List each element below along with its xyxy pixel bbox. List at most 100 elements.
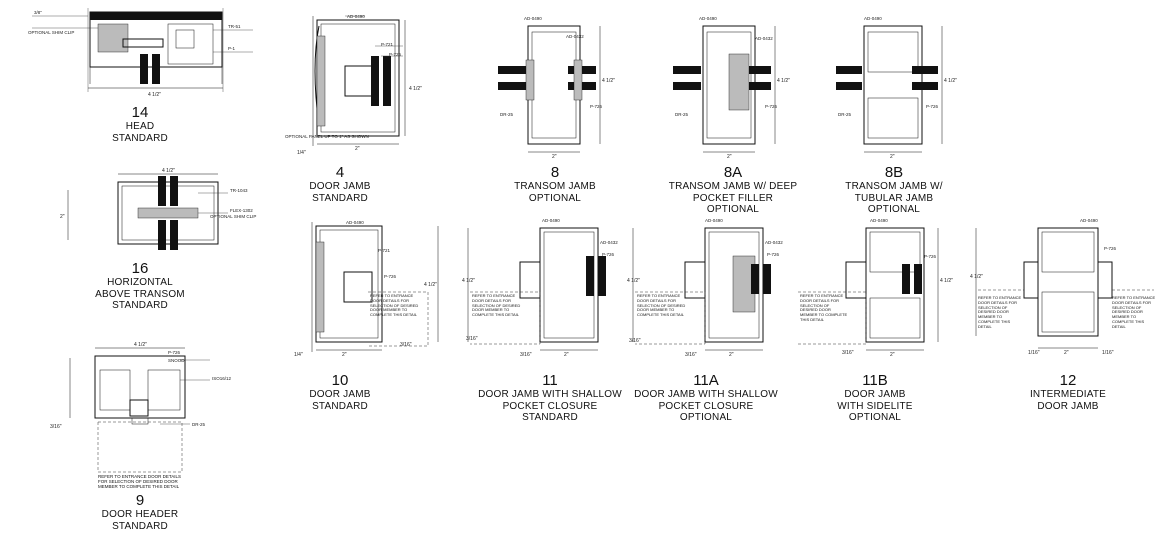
callout: DR-25 <box>675 112 689 117</box>
detail-number: 16 <box>131 260 149 277</box>
detail-4-caption: 4 DOOR JAMB STANDARD <box>290 164 390 204</box>
detail-status: OPTIONAL <box>848 412 902 424</box>
detail-number: 9 <box>135 492 145 509</box>
detail-16-horizontal: 4 1/2" 2" TR-1043 FLEX-1302 OPTIONAL SHI… <box>28 168 258 258</box>
detail-8a-drawing <box>673 25 776 153</box>
detail-11-caption: 11 DOOR JAMB WITH SHALLOW POCKET CLOSURE… <box>478 372 622 424</box>
callout: AD-0432 <box>765 240 783 245</box>
detail-11b-caption: 11B DOOR JAMB WITH SIDELITE OPTIONAL <box>820 372 930 424</box>
dimension: 1/4" <box>297 150 306 156</box>
dimension: 3/16" <box>842 350 854 356</box>
callout: P-726 <box>602 252 615 257</box>
dimension: 2" <box>564 352 569 358</box>
detail-number: 8 <box>550 164 560 181</box>
detail-title: INTERMEDIATE <box>1029 389 1107 401</box>
detail-11a-note: REFER TO ENTRANCE DOOR DETAILS FOR SELEC… <box>637 293 686 318</box>
callout: FLEX-1302 <box>230 208 253 213</box>
callout: DR-25 <box>838 112 852 117</box>
dimension: 3/16" <box>685 352 697 358</box>
detail-12-caption: 12 INTERMEDIATE DOOR JAMB <box>1018 372 1118 412</box>
dimension: 4 1/2" <box>134 342 147 348</box>
detail-status: STANDARD <box>112 132 168 144</box>
detail-4-drawing <box>312 15 406 146</box>
callout: P-726 <box>384 274 397 279</box>
detail-number: 10 <box>331 372 349 389</box>
detail-11b-labels: AD-0490 P-726 4 1/2" 3/16" 2" <box>842 218 953 358</box>
detail-14-labels: 3/8" TR-51 OPTIONAL SHIM CLIP P-1 4 1/2" <box>28 10 241 98</box>
callout: P-726 <box>168 350 181 355</box>
detail-title: DOOR JAMB WITH SHALLOW <box>634 389 778 401</box>
callout: P-726 <box>389 52 402 57</box>
dimension: 2" <box>552 154 557 160</box>
detail-number: 11 <box>542 372 558 389</box>
detail-number: 4 <box>335 164 345 181</box>
detail-8b-labels: AD-0490 P-726 DR-25 4 1/2" 2" <box>838 16 957 160</box>
callout: AD-0490 <box>1080 218 1098 223</box>
callout: AD-0490 <box>346 220 364 225</box>
callout: P-726 <box>1104 246 1117 251</box>
detail-status: STANDARD <box>312 400 368 412</box>
dimension: 4 1/2" <box>627 278 640 284</box>
callout: P-1 <box>228 46 236 51</box>
detail-8b-drawing <box>836 25 943 153</box>
callout: OPTIONAL SHIM CLIP <box>28 30 74 35</box>
detail-number: 8B <box>884 164 904 181</box>
dimension: 3/16" <box>629 338 641 344</box>
detail-number: 11A <box>693 372 719 389</box>
detail-9-caption: 9 DOOR HEADER STANDARD <box>90 492 190 532</box>
detail-10-door-jamb: AD-0490 P-721 P-726 4 1/2" 2" 1/4" 3/16"… <box>228 212 450 362</box>
detail-status: STANDARD <box>522 412 578 424</box>
detail-subtitle: TUBULAR JAMB <box>854 192 934 204</box>
detail-8-transom-jamb: AD-0490 AD-0432 P-726 DR-25 4 1/2" 2" <box>490 10 620 160</box>
dimension: 4 1/2" <box>148 92 161 98</box>
detail-10-note: REFER TO ENTRANCE DOOR DETAILS FOR SELEC… <box>370 293 419 318</box>
detail-number: 11B <box>862 372 888 389</box>
detail-title: DOOR JAMB <box>309 389 371 401</box>
detail-8a-transom-jamb-deep-pocket: AD-0490 AD-0432 P-726 DR-25 4 1/2" 2" <box>665 10 795 160</box>
callout: AD-0490 <box>699 16 717 21</box>
detail-status: STANDARD <box>112 520 168 532</box>
detail-12-drawing <box>975 227 1154 349</box>
detail-14-head: 3/8" TR-51 OPTIONAL SHIM CLIP P-1 4 1/2" <box>28 4 258 98</box>
detail-12-labels: AD-0490 P-726 4 1/2" 2" 1/16" 1/16" <box>970 218 1117 356</box>
callout: AD-0490 <box>524 16 542 21</box>
callout: P-721 <box>378 248 391 253</box>
callout: DR-25 <box>500 112 514 117</box>
dimension: 2" <box>729 352 734 358</box>
detail-11a-labels: AD-0490 AD-0432 P-726 4 1/2" 3/16" 3/16"… <box>627 218 783 358</box>
detail-title: DOOR JAMB <box>309 181 371 193</box>
detail-11-labels: AD-0490 AD-0432 P-726 4 1/2" 3/16" 3/16"… <box>462 218 618 358</box>
detail-title: TRANSOM JAMB <box>514 181 596 193</box>
dimension: 2" <box>355 146 360 152</box>
dimension: 2" <box>890 352 895 358</box>
detail-subtitle: POCKET FILLER <box>692 192 774 204</box>
dimension: 2" <box>60 214 65 220</box>
detail-9-drawing <box>69 347 210 473</box>
detail-11b-note: REFER TO ENTRANCE DOOR DETAILS FOR SELEC… <box>800 293 848 322</box>
detail-status: OPTIONAL <box>679 412 733 424</box>
detail-subtitle: ABOVE TRANSOM <box>95 288 185 300</box>
detail-11-note: REFER TO ENTRANCE DOOR DETAILS FOR SELEC… <box>472 293 521 318</box>
callout: 3/8" <box>34 10 42 15</box>
detail-10-labels: AD-0490 P-721 P-726 4 1/2" 2" 1/4" 3/16" <box>294 220 437 358</box>
detail-title: HEAD <box>125 121 155 133</box>
detail-12-intermediate-door-jamb: AD-0490 P-726 4 1/2" 2" 1/16" 1/16" REFE… <box>968 212 1158 362</box>
callout: OPTIONAL SHIM CLIP <box>210 214 256 219</box>
dimension: 4 1/2" <box>462 278 475 284</box>
detail-number: 8A <box>723 164 743 181</box>
callout: P-726 <box>767 252 780 257</box>
callout: P-726 <box>924 254 937 259</box>
dimension: 3/16" <box>520 352 532 358</box>
dimension: 1/4" <box>294 352 303 358</box>
dimension: 2" <box>1064 350 1069 356</box>
detail-8-caption: 8 TRANSOM JAMB OPTIONAL <box>505 164 605 204</box>
callout: AD-0432 <box>566 34 584 39</box>
dimension: 4 1/2" <box>602 78 615 84</box>
detail-16-drawing <box>67 173 228 250</box>
dimension: 4 1/2" <box>409 86 422 92</box>
detail-9-labels: 4 1/2" 3/16" P-726 SNOOD ISO16/12 DR-25 <box>50 342 232 430</box>
callout: P-721 <box>381 42 394 47</box>
callout: SNOOD <box>168 358 185 363</box>
callout: OPTIONAL PANEL UP TO 1" AS SHOWN <box>285 134 369 139</box>
detail-11b-drawing <box>798 227 939 351</box>
